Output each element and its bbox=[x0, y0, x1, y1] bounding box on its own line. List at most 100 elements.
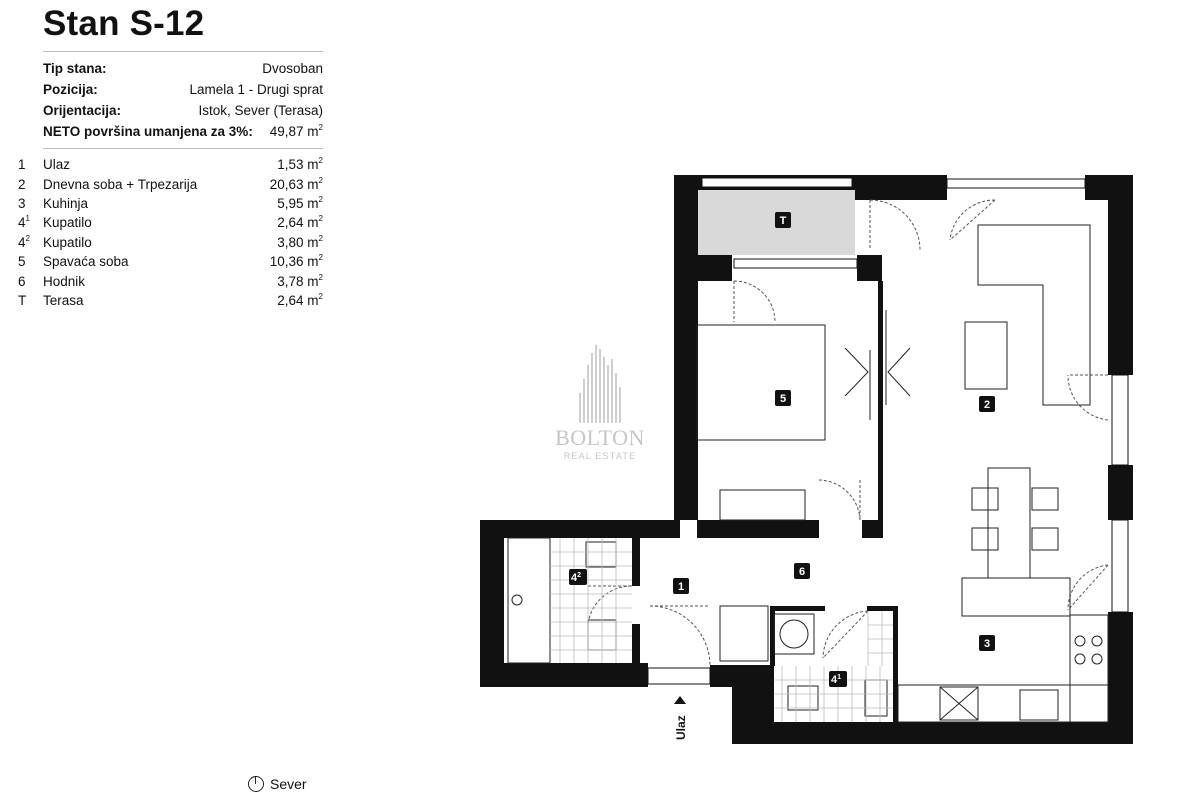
room-area: 3,78 m2 bbox=[277, 272, 323, 289]
wall bbox=[674, 175, 698, 520]
room-area: 5,95 m2 bbox=[277, 194, 323, 211]
room-number: 2 bbox=[18, 176, 26, 192]
wall bbox=[857, 255, 882, 281]
wall bbox=[770, 606, 825, 611]
room-number: 3 bbox=[18, 195, 26, 211]
room-row: 2 Dnevna soba + Trpezarija 20,63 m2 bbox=[18, 174, 323, 193]
door-swing bbox=[817, 479, 861, 521]
room-badge bbox=[569, 569, 587, 585]
kitchen-counter bbox=[1069, 614, 1109, 723]
closet bbox=[719, 605, 769, 662]
door-swing bbox=[1067, 374, 1109, 421]
door-swing bbox=[949, 199, 996, 241]
washbasin bbox=[585, 541, 617, 568]
room-area: 3,80 m2 bbox=[277, 233, 323, 250]
room-name: Hodnik bbox=[43, 273, 86, 289]
stove-burner bbox=[1074, 635, 1086, 647]
room-list: 1 Ulaz 1,53 m2 2 Dnevna soba + Trpezarija 20… bbox=[18, 155, 323, 310]
door-swing bbox=[869, 199, 921, 251]
room-area: 1,53 m2 bbox=[277, 156, 323, 173]
room-number: T bbox=[18, 292, 27, 308]
wall bbox=[732, 722, 1133, 744]
room-row: 3 Kuhinja 5,95 m2 bbox=[18, 194, 323, 213]
room-area: 20,63 m2 bbox=[269, 175, 323, 192]
room-label-entrance: 1 bbox=[678, 581, 684, 593]
info-label: Pozicija: bbox=[43, 82, 98, 97]
room-name: Dnevna soba + Trpezarija bbox=[43, 176, 198, 192]
info-value: 49,87 m2 bbox=[269, 123, 323, 139]
kitchen-counter bbox=[897, 684, 1109, 723]
washbasin bbox=[787, 685, 819, 711]
wall bbox=[867, 606, 897, 611]
entrance-door-frame bbox=[647, 667, 711, 685]
entrance-label: Ulaz bbox=[674, 715, 688, 740]
info-label: NETO površina umanjena za 3%: bbox=[43, 124, 253, 139]
room-name: Kupatilo bbox=[43, 234, 92, 250]
toilet bbox=[864, 679, 888, 717]
room-badge bbox=[775, 390, 791, 406]
window bbox=[733, 258, 858, 269]
wall bbox=[770, 606, 775, 666]
room-area: 2,64 m2 bbox=[277, 214, 323, 231]
info-divider bbox=[43, 148, 323, 149]
door-swing bbox=[649, 605, 711, 666]
north-indicator: Sever bbox=[248, 776, 307, 792]
wall bbox=[480, 520, 680, 538]
room-number: 42 bbox=[18, 233, 30, 250]
room-badge bbox=[979, 396, 995, 412]
info-label: Orijentacija: bbox=[43, 103, 122, 118]
window bbox=[946, 178, 1086, 189]
stove-burner bbox=[1091, 635, 1103, 647]
title-divider bbox=[43, 51, 323, 52]
fridge bbox=[939, 686, 979, 721]
logo-subtitle: REAL ESTATE bbox=[563, 451, 637, 461]
room-badge bbox=[673, 578, 689, 594]
room-area: 2,64 m2 bbox=[277, 291, 323, 308]
sofa bbox=[977, 224, 1091, 406]
room-label-bath2: 42 bbox=[571, 572, 581, 584]
sink bbox=[1019, 689, 1059, 721]
window bbox=[701, 177, 853, 188]
bed bbox=[696, 324, 826, 441]
stove-burner bbox=[1074, 653, 1086, 665]
room-label-hallway: 6 bbox=[799, 566, 805, 578]
logo-mark bbox=[545, 345, 655, 423]
chair bbox=[1031, 487, 1059, 511]
room-badge bbox=[775, 212, 791, 228]
furniture bbox=[507, 224, 1109, 723]
drain-icon bbox=[511, 594, 523, 606]
door-swing bbox=[733, 280, 776, 323]
room-badge bbox=[829, 671, 847, 687]
wall bbox=[878, 281, 883, 531]
room-row: 41 Kupatilo 2,64 m2 bbox=[18, 213, 323, 232]
room-name: Kuhinja bbox=[43, 195, 89, 211]
info-value: Lamela 1 - Drugi sprat bbox=[189, 82, 323, 97]
logo-name: BOLTON bbox=[555, 425, 645, 450]
washing-machine bbox=[773, 613, 815, 655]
room-labels: T 5 2 1 6 42 41 3 bbox=[569, 212, 995, 687]
windows bbox=[647, 177, 1129, 685]
info-label: Tip stana: bbox=[43, 61, 107, 76]
washing-machine-drum bbox=[779, 619, 809, 649]
wall bbox=[893, 606, 898, 724]
room-row: 6 Hodnik 3,78 m2 bbox=[18, 271, 323, 290]
bathroom-tiles bbox=[550, 538, 893, 722]
room-label-living: 2 bbox=[984, 399, 990, 411]
room-number: 6 bbox=[18, 273, 26, 289]
info-value: Dvosoban bbox=[262, 61, 323, 76]
room-name: Kupatilo bbox=[43, 215, 92, 231]
coffee-table bbox=[964, 321, 1008, 390]
kitchen-island bbox=[961, 577, 1071, 617]
room-number: 1 bbox=[18, 157, 26, 173]
stove-burner bbox=[1091, 653, 1103, 665]
room-number: 5 bbox=[18, 254, 26, 270]
room-name: Ulaz bbox=[43, 157, 71, 173]
room-row: 42 Kupatilo 3,80 m2 bbox=[18, 233, 323, 252]
wall bbox=[855, 175, 947, 200]
room-number: 41 bbox=[18, 214, 30, 231]
chair bbox=[1031, 527, 1059, 551]
room-badge bbox=[979, 635, 995, 651]
sliding-door-icon bbox=[844, 347, 911, 397]
